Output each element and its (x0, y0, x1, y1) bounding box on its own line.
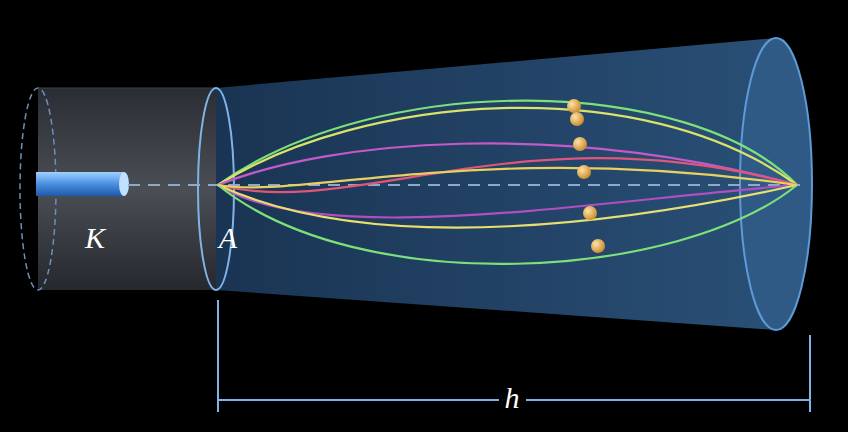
electron-paths (218, 101, 797, 264)
electrons (567, 99, 605, 253)
part-label: K (85, 223, 105, 253)
dimension-line (218, 300, 810, 412)
part-label: A (219, 223, 237, 253)
cathode (36, 172, 129, 196)
anode-cylinder (20, 88, 216, 290)
dimension-label: h (499, 383, 526, 413)
